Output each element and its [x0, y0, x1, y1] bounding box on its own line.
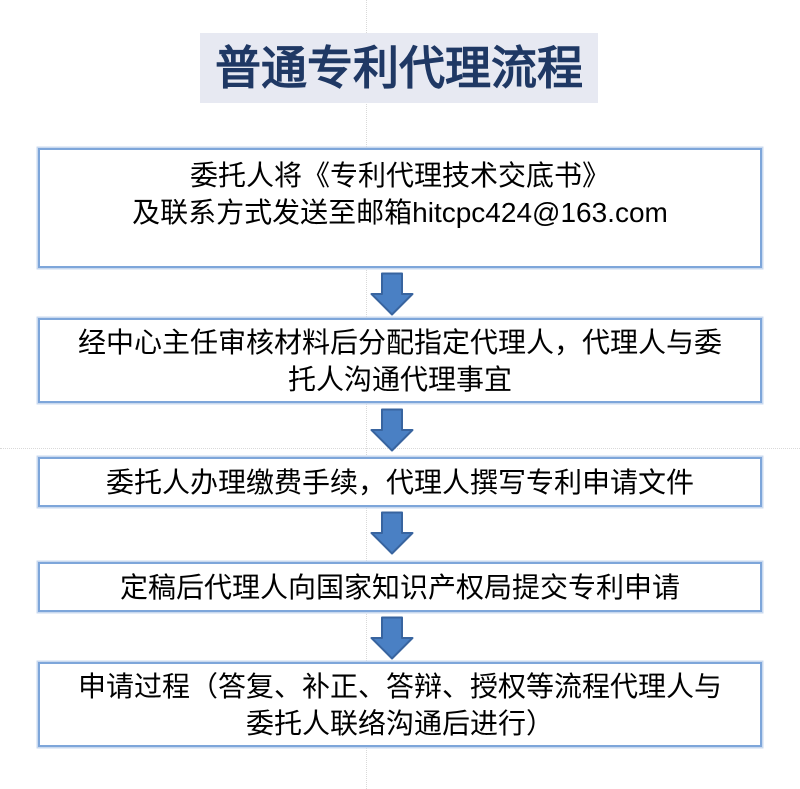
horizontal-guide-line	[0, 448, 800, 449]
down-arrow-shape-3	[370, 511, 414, 555]
page-title: 普通专利代理流程	[200, 33, 598, 103]
down-arrow-icon-3	[370, 511, 414, 555]
flow-step-3: 委托人办理缴费手续，代理人撰写专利申请文件	[38, 457, 762, 507]
flow-step-5: 申请过程（答复、补正、答辩、授权等流程代理人与 委托人联络沟通后进行）	[38, 662, 762, 747]
flow-step-1-line-2: 及联系方式发送至邮箱hitcpc424@163.com	[132, 197, 668, 228]
down-arrow-icon-1	[370, 272, 414, 316]
flow-step-4: 定稿后代理人向国家知识产权局提交专利申请	[38, 562, 762, 612]
flow-step-3-line-1: 委托人办理缴费手续，代理人撰写专利申请文件	[105, 466, 694, 498]
flow-step-1: 委托人将《专利代理技术交底书》 及联系方式发送至邮箱hitcpc424@163.…	[38, 148, 762, 268]
down-arrow-shape-4	[370, 616, 414, 660]
down-arrow-shape-1	[370, 272, 414, 316]
down-arrow-icon-4	[370, 616, 414, 660]
flow-step-2: 经中心主任审核材料后分配指定代理人，代理人与委 托人沟通代理事宜	[38, 318, 762, 403]
down-arrow-shape-2	[370, 408, 414, 452]
flow-step-1-line-1: 委托人将《专利代理技术交底书》	[189, 160, 610, 191]
flow-step-4-line-1: 定稿后代理人向国家知识产权局提交专利申请	[119, 571, 680, 603]
flow-step-2-line-2: 托人沟通代理事宜	[287, 363, 512, 395]
down-arrow-icon-2	[370, 408, 414, 452]
flow-step-2-line-1: 经中心主任审核材料后分配指定代理人，代理人与委	[77, 326, 722, 358]
flow-step-5-line-2: 委托人联络沟通后进行）	[245, 707, 554, 739]
flow-step-5-line-1: 申请过程（答复、补正、答辩、授权等流程代理人与	[77, 670, 722, 702]
